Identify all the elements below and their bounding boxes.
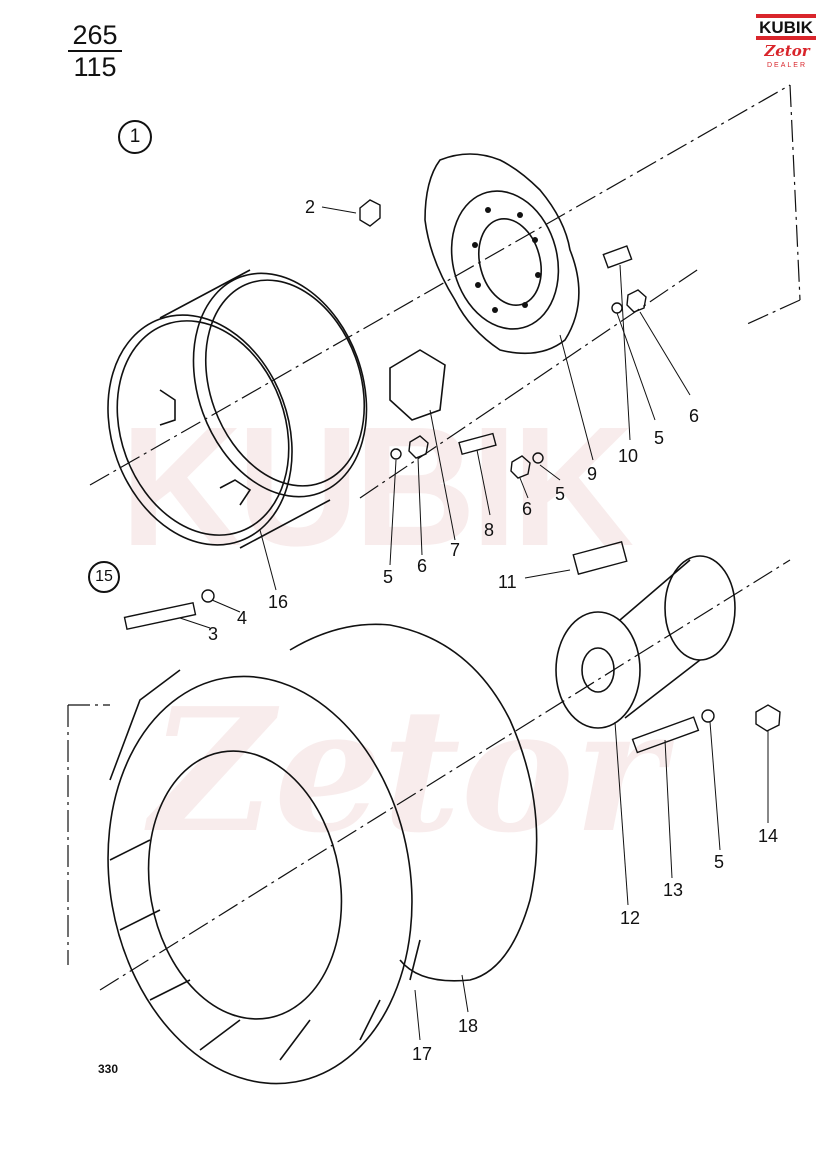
page-reference: 265 115 — [68, 20, 122, 82]
callout-7: 7 — [450, 540, 460, 560]
callout-16: 16 — [268, 592, 288, 612]
callout-6: 6 — [522, 499, 532, 519]
page-reference-top: 265 — [68, 20, 122, 52]
callout-12: 12 — [620, 908, 640, 928]
callout-2: 2 — [305, 197, 315, 217]
wheel-disc — [424, 153, 580, 355]
callout-5: 5 — [714, 852, 724, 872]
disc-bolt-holes — [472, 207, 541, 313]
page-number: 330 — [98, 1062, 119, 1076]
callout-5: 5 — [654, 428, 664, 448]
callout-5: 5 — [555, 484, 565, 504]
callout-labels: 2 10 5 6 9 5 6 7 8 6 5 16 11 3 4 12 13 5… — [208, 197, 778, 1064]
figure-number-1: 1 — [118, 120, 152, 154]
axis-lines — [67, 84, 801, 991]
callout-8: 8 — [484, 520, 494, 540]
callout-13: 13 — [663, 880, 683, 900]
callout-4: 4 — [237, 608, 247, 628]
fasteners — [123, 199, 781, 754]
inner-tube — [289, 623, 538, 982]
callout-17: 17 — [412, 1044, 432, 1064]
logo-sub: Zetor — [764, 42, 810, 60]
callout-3: 3 — [208, 624, 218, 644]
callout-11: 11 — [498, 572, 517, 592]
callout-14: 14 — [758, 826, 778, 846]
svg-text:Zetor: Zetor — [144, 671, 674, 871]
callout-18: 18 — [458, 1016, 478, 1036]
callout-6: 6 — [689, 406, 699, 426]
watermark: KUBIK Zetor — [120, 392, 674, 871]
page-reference-bottom: 115 — [73, 52, 117, 82]
logo-brand: KUBIK — [756, 14, 816, 40]
callout-5: 5 — [383, 567, 393, 587]
callout-6: 6 — [417, 556, 427, 576]
figure-number-15: 15 — [88, 561, 120, 593]
clamp-bracket — [389, 349, 446, 421]
dealer-logo: KUBIK Zetor DEALER — [756, 14, 816, 76]
wheel-hub — [555, 555, 736, 729]
leader-lines — [179, 206, 769, 1041]
tyre — [107, 669, 421, 1085]
logo-dealer: DEALER — [766, 62, 807, 69]
callout-10: 10 — [618, 446, 638, 466]
wheel-rim — [107, 269, 368, 549]
callout-9: 9 — [587, 464, 597, 484]
